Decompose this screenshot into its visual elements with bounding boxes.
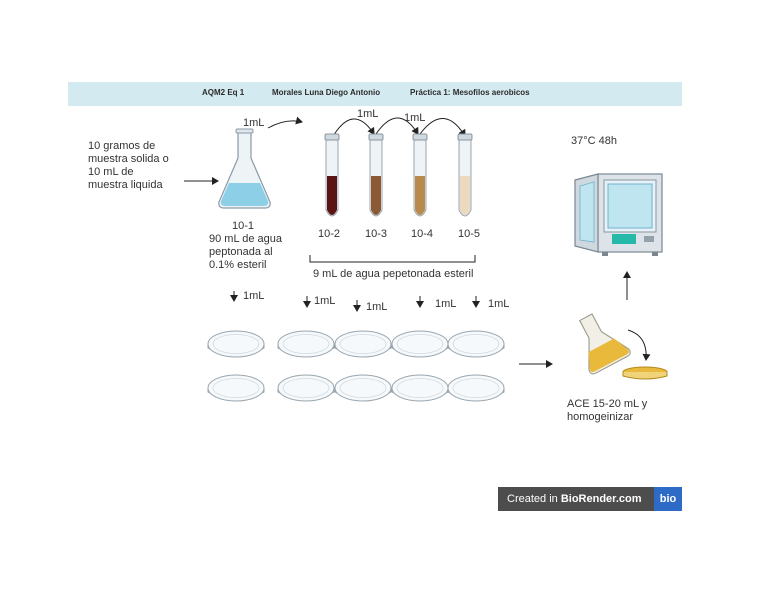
- plate-volume-4: 1mL: [435, 298, 457, 310]
- petri-dish-icon: [334, 330, 392, 358]
- flask-medium-line-3: 0.1% esteril: [209, 259, 267, 271]
- biorender-badge-text: Created in BioRender.com: [507, 493, 642, 505]
- test-tube-icon: [412, 133, 428, 217]
- petri-dish-icon: [207, 374, 265, 402]
- agar-text-line-1: ACE 15-20 mL y: [567, 398, 648, 410]
- dilution-tubes: [324, 133, 473, 217]
- petri-dish-icon: [391, 330, 449, 358]
- plate-volume-3: 1mL: [366, 301, 388, 313]
- tube-liquid: [371, 176, 381, 215]
- flask-transfer-volume: 1mL: [243, 117, 265, 129]
- tube-label-2: 10-3: [365, 228, 388, 240]
- flask-medium-line-2: peptonada al: [209, 246, 273, 258]
- petri-dish-icon: [447, 330, 505, 358]
- sample-text-line-1: 10 gramos de: [88, 140, 156, 152]
- tube-label-3: 10-4: [411, 228, 434, 240]
- header-practice: Práctica 1: Mesofilos aerobicos: [410, 88, 530, 97]
- tube-liquid: [327, 176, 337, 215]
- agar-plate-icon: [622, 366, 668, 380]
- petri-dish-icon: [277, 330, 335, 358]
- flask-to-tube-arrow: [267, 116, 303, 129]
- tube-liquid: [460, 176, 470, 215]
- incubation-label: 37°C 48h: [571, 135, 617, 147]
- plate-down-arrows: [230, 291, 480, 312]
- tube-medium-label: 9 mL de agua pepetonada esteril: [313, 268, 474, 280]
- petri-dish-icon: [334, 374, 392, 402]
- erlenmeyer-flask-icon: [218, 128, 271, 209]
- header-bar: [68, 82, 682, 106]
- flask-dilution-label: 10-1: [232, 220, 255, 232]
- pour-arrow: [627, 329, 651, 361]
- tube-liquid: [415, 176, 425, 215]
- agar-text-line-2: homogeinizar: [567, 411, 634, 423]
- tube-label-4: 10-5: [458, 228, 481, 240]
- sample-text-line-4: muestra liquida: [88, 179, 163, 191]
- test-tube-icon: [457, 133, 473, 217]
- incubator-icon: [574, 173, 663, 256]
- plate-volume-1: 1mL: [243, 290, 265, 302]
- petri-dish-icon: [207, 330, 265, 358]
- petri-dish-icon: [391, 374, 449, 402]
- tube-label-1: 10-2: [318, 228, 341, 240]
- tube-bracket: [309, 255, 476, 263]
- tube2-to-tube3-arrow: [331, 118, 375, 139]
- test-tube-icon: [368, 133, 384, 217]
- plate-volume-2: 1mL: [314, 295, 336, 307]
- biorender-logo-icon: bio: [654, 487, 682, 511]
- petri-dishes: [207, 330, 505, 402]
- sample-text-line-3: 10 mL de: [88, 166, 134, 178]
- flask-medium-line-1: 90 mL de agua: [209, 233, 282, 245]
- biorender-badge[interactable]: Created in BioRender.com bio: [498, 487, 682, 511]
- agar-pouring-flask-icon: [578, 313, 631, 375]
- test-tube-icon: [324, 133, 340, 217]
- tube4-to-tube5-arrow: [419, 118, 466, 137]
- tube-transfer-volume-2: 1mL: [404, 112, 426, 124]
- tube3-to-tube4-arrow: [375, 117, 419, 135]
- tube-transfer-volume-1: 1mL: [357, 108, 379, 120]
- plate-volume-5: 1mL: [488, 298, 510, 310]
- petri-dish-icon: [277, 374, 335, 402]
- petri-dish-icon: [447, 374, 505, 402]
- sample-text-line-2: muestra solida o: [88, 153, 169, 165]
- header-author: Morales Luna Diego Antonio: [272, 88, 381, 97]
- header-team: AQM2 Eq 1: [202, 88, 245, 97]
